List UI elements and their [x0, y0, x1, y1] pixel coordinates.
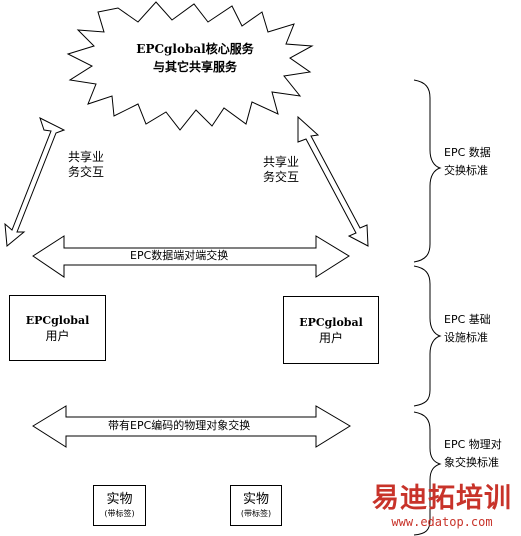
bracket-physical-exchange — [413, 411, 442, 536]
bracket-label-data: EPC 数据 交换标准 — [444, 144, 491, 180]
user-left-subtitle: 用户 — [45, 328, 70, 343]
left-diagonal-arrow — [4, 117, 66, 247]
core-services-line1: EPCglobal核心服务 — [136, 42, 254, 56]
watermark-url: www.edatop.com — [391, 515, 493, 529]
user-right-subtitle: 用户 — [318, 330, 343, 345]
right-share-line1: 共享业 — [263, 155, 300, 169]
left-share-label: 共享业 务交互 — [68, 150, 104, 180]
bracket-infra-line1: EPC 基础 — [444, 313, 491, 326]
object-box-left: 实物 (带标签) — [93, 485, 146, 526]
data-exchange-label: EPC数据端对端交换 — [128, 249, 231, 263]
left-share-line2: 务交互 — [68, 165, 105, 179]
right-diagonal-arrow — [297, 115, 369, 247]
bracket-data-exchange — [413, 79, 442, 263]
watermark-text: 易迪拓培训 — [372, 483, 512, 514]
object-box-right: 实物 (带标签) — [230, 485, 282, 526]
bracket-infra-line2: 设施标准 — [444, 331, 488, 344]
right-share-label: 共享业 务交互 — [263, 155, 299, 185]
bracket-physical-line1: EPC 物理对 — [444, 438, 502, 451]
object-right-title: 实物 — [242, 491, 269, 507]
bracket-data-line2: 交换标准 — [444, 164, 488, 177]
user-right-title: EPCglobal — [299, 315, 363, 329]
object-right-subtitle: (带标签) — [240, 508, 272, 518]
starburst-cloud — [66, 1, 314, 131]
watermark-logo: 易迪拓培训 www.edatop.com — [362, 483, 521, 529]
bracket-label-infrastructure: EPC 基础 设施标准 — [444, 311, 491, 347]
user-box-right: EPCglobal 用户 — [283, 296, 379, 364]
bracket-physical-line2: 象交换标准 — [444, 456, 499, 469]
bracket-infrastructure — [413, 265, 442, 407]
core-services-label: EPCglobal核心服务 与其它共享服务 — [110, 40, 280, 76]
object-left-subtitle: (带标签) — [104, 508, 135, 518]
user-left-title: EPCglobal — [25, 313, 90, 327]
left-share-line1: 共享业 — [68, 150, 105, 164]
object-left-title: 实物 — [106, 491, 133, 507]
bracket-data-line1: EPC 数据 — [444, 146, 491, 159]
user-box-left: EPCglobal 用户 — [9, 295, 106, 361]
core-services-line2: 与其它共享服务 — [152, 60, 237, 74]
physical-exchange-label: 带有EPC编码的物理对象交换 — [106, 419, 253, 433]
right-share-line2: 务交互 — [263, 170, 300, 184]
bracket-label-physical: EPC 物理对 象交换标准 — [444, 436, 502, 472]
